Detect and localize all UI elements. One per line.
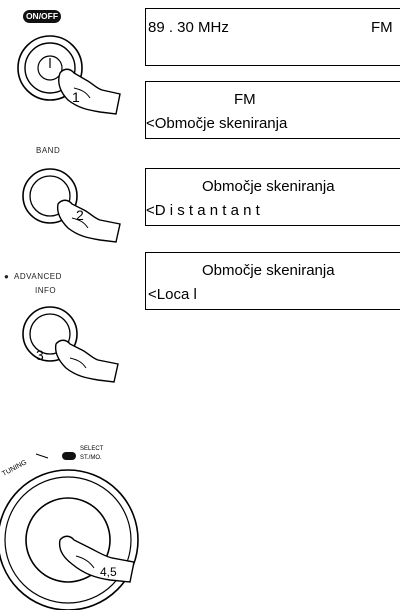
display-frequency-value: 89 . 30 MHz <box>148 19 229 36</box>
knob-inner-dial <box>25 497 111 583</box>
display-scan-menu: FM <Območje skeniranja <box>145 81 400 139</box>
knob-middle-ring <box>4 476 132 604</box>
onoff-button-outer-ring <box>17 35 83 101</box>
tuning-arrow-icon <box>35 453 49 459</box>
info-button-inner-ring <box>29 313 71 355</box>
onoff-button-illustration[interactable]: 1 <box>8 28 128 128</box>
display-scan-local: Območje skeniranja <Loca l <box>145 252 400 310</box>
display-band-indicator: FM <box>371 19 393 36</box>
pressing-hand-icon <box>58 68 121 115</box>
display-scan-menu-option: <Območje skeniranja <box>146 115 288 132</box>
advanced-dot-icon: ● <box>4 272 10 281</box>
step-number-2: 2 <box>76 207 84 223</box>
tuning-label: TUNING <box>1 459 28 478</box>
display-scan-distant-option: <D i s t a n t a n t <box>146 202 260 219</box>
display-scan-menu-title: FM <box>234 91 256 108</box>
power-icon <box>37 55 63 81</box>
step-number-1: 1 <box>72 89 80 105</box>
info-button-illustration[interactable]: 3 <box>8 298 128 398</box>
step-number-4-5: 4,5 <box>100 565 117 579</box>
display-scan-distant: Območje skeniranja <D i s t a n t a n t <box>145 168 400 226</box>
pressing-hand-icon <box>56 199 121 243</box>
knob-outer-ring <box>0 469 139 610</box>
display-frequency: 89 . 30 MHz FM <box>145 8 400 66</box>
select-label: SELECT <box>80 446 104 452</box>
advanced-label: ADVANCED <box>14 272 62 281</box>
info-label: INFO <box>35 286 57 295</box>
info-button-outer-ring <box>22 306 78 362</box>
onoff-button-inner-ring <box>24 42 76 94</box>
onoff-label: ON/OFF <box>23 10 61 23</box>
band-label: BAND <box>36 146 61 155</box>
tuning-knob-illustration[interactable]: TUNING SELECT ST./MO. 4,5 <box>0 440 150 610</box>
pressing-hand-icon <box>58 535 135 583</box>
band-button-outer-ring <box>22 168 78 224</box>
select-button-icon <box>62 452 76 460</box>
pressing-hand-icon <box>54 339 119 383</box>
display-scan-local-title: Območje skeniranja <box>202 262 335 279</box>
stmo-label: ST./MO. <box>80 455 102 461</box>
display-scan-local-option: <Loca l <box>148 286 197 303</box>
step-number-3: 3 <box>36 347 44 363</box>
band-button-inner-ring <box>29 175 71 217</box>
band-button-illustration[interactable]: 2 <box>8 160 128 260</box>
display-scan-distant-title: Območje skeniranja <box>202 178 335 195</box>
